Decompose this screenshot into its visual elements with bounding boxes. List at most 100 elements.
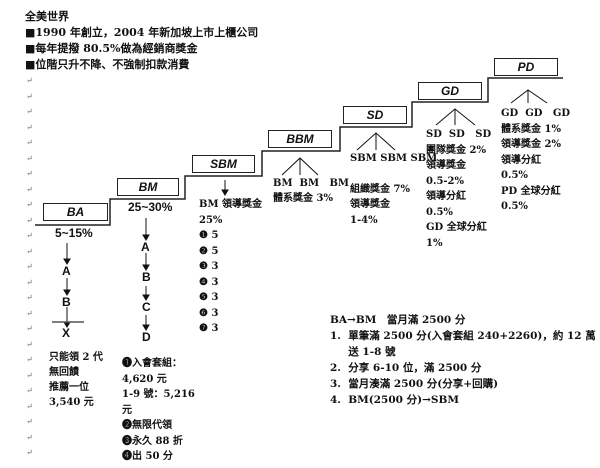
intro: 全美世界 ■1990 年創立，2004 年新加坡上市上櫃公司 ■每年提撥 80.… [25, 9, 258, 73]
note: 1-4% [350, 214, 378, 226]
paragraph-mark: ↵ [26, 277, 33, 287]
ba-notes: 只能領 2 代 無回饋 推薦一位 3,540 元 [49, 350, 103, 410]
child: GD [525, 108, 543, 119]
level-box-sbm: SBM [192, 155, 255, 173]
level-box-ba: BA [43, 203, 108, 221]
note: 0.5% [501, 170, 528, 181]
gd-notes: SD SD SD 團隊獎金 2% 領導獎金 0.5-2% 領導分紅 0.5% G… [426, 127, 491, 251]
note: ❹ 3 [199, 276, 219, 288]
paragraph-mark: ↵ [26, 355, 33, 364]
child: SD [475, 129, 492, 140]
promotion-rules: BA→BM 當月滿 2500 分 1. 單筆滿 2500 分(入會套組 240+… [330, 312, 596, 408]
bm-chain-d: D [142, 330, 151, 344]
note: ❼ 3 [199, 323, 219, 334]
promotion-heading: BA→BM 當月滿 2500 分 [330, 314, 466, 326]
intro-bullet: ■位階只升不降、不強制扣款消費 [25, 58, 190, 71]
paragraph-mark: ↵ [26, 324, 33, 333]
paragraph-mark: ↵ [26, 432, 33, 442]
intro-bullet: ■1990 年創立，2004 年新加坡上市上櫃公司 [25, 26, 259, 39]
child: BM [273, 178, 293, 189]
ba-chain-a: A [62, 264, 71, 278]
child: SBM [380, 153, 407, 164]
note: 只能領 2 代 [49, 352, 103, 363]
paragraph-mark: ↵ [26, 386, 33, 395]
note: 1-9 號：5,216 [122, 389, 195, 400]
pd-notes: GD GD GD 體系獎金 1% 領導獎金 2% 領導分紅 0.5% PD 全球… [501, 106, 570, 215]
paragraph-mark: ↵ [26, 370, 33, 380]
note: 0.5% [426, 206, 453, 218]
child: GD [501, 108, 519, 119]
note: 領導分紅 [426, 191, 466, 202]
child: BM [299, 178, 320, 189]
sd-children: SBM SBM SBM [350, 151, 437, 167]
pd-children: GD GD GD [501, 106, 570, 122]
note: 領導獎金 [426, 160, 466, 171]
child: SBM [410, 153, 438, 164]
paragraph-mark: ↵ [26, 122, 33, 132]
bbm-notes: BM BM BM 體系獎金 3% [273, 176, 349, 206]
bbm-children: BM BM BM [273, 176, 349, 191]
note: PD 全球分紅 [501, 185, 561, 197]
note: 元 [122, 404, 132, 416]
paragraph-mark: ↵ [26, 339, 33, 349]
child: GD [552, 108, 571, 119]
level-box-sd: SD [343, 106, 407, 124]
note: 25% [199, 214, 223, 226]
note: ❸ 3 [199, 261, 219, 272]
ba-chain-b: B [62, 295, 71, 309]
paragraph-mark: ↵ [26, 200, 33, 209]
paragraph-mark: ↵ [26, 215, 33, 225]
child: SD [448, 129, 465, 140]
note: 體系獎金 1% [501, 123, 561, 135]
note: 組織獎金 7% [350, 183, 410, 195]
note: 4,620 元 [122, 373, 167, 385]
level-box-bbm: BBM [268, 130, 332, 148]
paragraph-mark: ↵ [26, 308, 33, 318]
paragraph-mark: ↵ [26, 401, 33, 411]
intro-title: 全美世界 [25, 10, 69, 23]
note: ❺ 3 [199, 292, 219, 303]
note: 0.5% [501, 201, 528, 212]
paragraph-mark: ↵ [26, 246, 33, 256]
note: GD 全球分紅 [426, 222, 487, 233]
intro-bullet: ■每年提撥 80.5%做為經銷商獎金 [25, 42, 198, 55]
note: 領導獎金 2% [501, 139, 561, 150]
paragraph-mark: ↵ [26, 417, 33, 426]
sbm-notes: BM 領導獎金 25% ❶ 5 ❷ 5 ❸ 3 ❹ 3 ❺ 3 ❻ 3 ❼ 3 [199, 197, 262, 337]
gd-children: SD SD SD [426, 127, 491, 143]
note: ❶入會套組： [122, 358, 182, 369]
paragraph-mark: ↵ [26, 262, 33, 271]
note: 1% [426, 237, 443, 249]
child: SBM [350, 153, 377, 164]
note: 3,540 元 [49, 397, 94, 408]
bm-chain-c: C [142, 300, 151, 314]
bm-chain-b: B [142, 270, 151, 284]
ba-rate: 5~15% [55, 226, 93, 240]
note: ❷無限代領 [122, 420, 172, 431]
paragraph-mark: ↵ [26, 293, 33, 302]
paragraph-mark: ↵ [26, 231, 33, 240]
note: 領導分紅 [501, 154, 541, 166]
promotion-item: 送 1-8 號 [330, 346, 396, 358]
promotion-item: 3. 當月湊滿 2500 分(分享+回購) [330, 378, 499, 390]
promotion-item: 1. 單筆滿 2500 分(入會套組 240+2260)，約 12 萬 [330, 330, 596, 342]
note: ❶ 5 [199, 230, 219, 241]
ba-chain-x: X [62, 326, 71, 340]
paragraph-mark: ↵ [26, 107, 33, 116]
note: ❹出 50 分 [122, 451, 173, 462]
note: 領導獎金 [350, 199, 390, 210]
note: BM 領導獎金 [199, 199, 263, 210]
child: SD [426, 129, 442, 140]
note: ❷ 5 [199, 245, 219, 257]
paragraph-mark: ↵ [26, 153, 33, 163]
note: 團隊獎金 2% [426, 144, 486, 156]
paragraph-mark: ↵ [26, 91, 33, 101]
note: 無回饋 [49, 367, 79, 378]
level-box-gd: GD [418, 82, 482, 100]
paragraph-mark: ↵ [26, 138, 33, 147]
note: 0.5-2% [426, 175, 465, 187]
level-box-pd: PD [494, 58, 558, 76]
child: BM [329, 178, 350, 189]
sd-notes: SBM SBM SBM 組織獎金 7% 領導獎金 1-4% [350, 151, 437, 228]
